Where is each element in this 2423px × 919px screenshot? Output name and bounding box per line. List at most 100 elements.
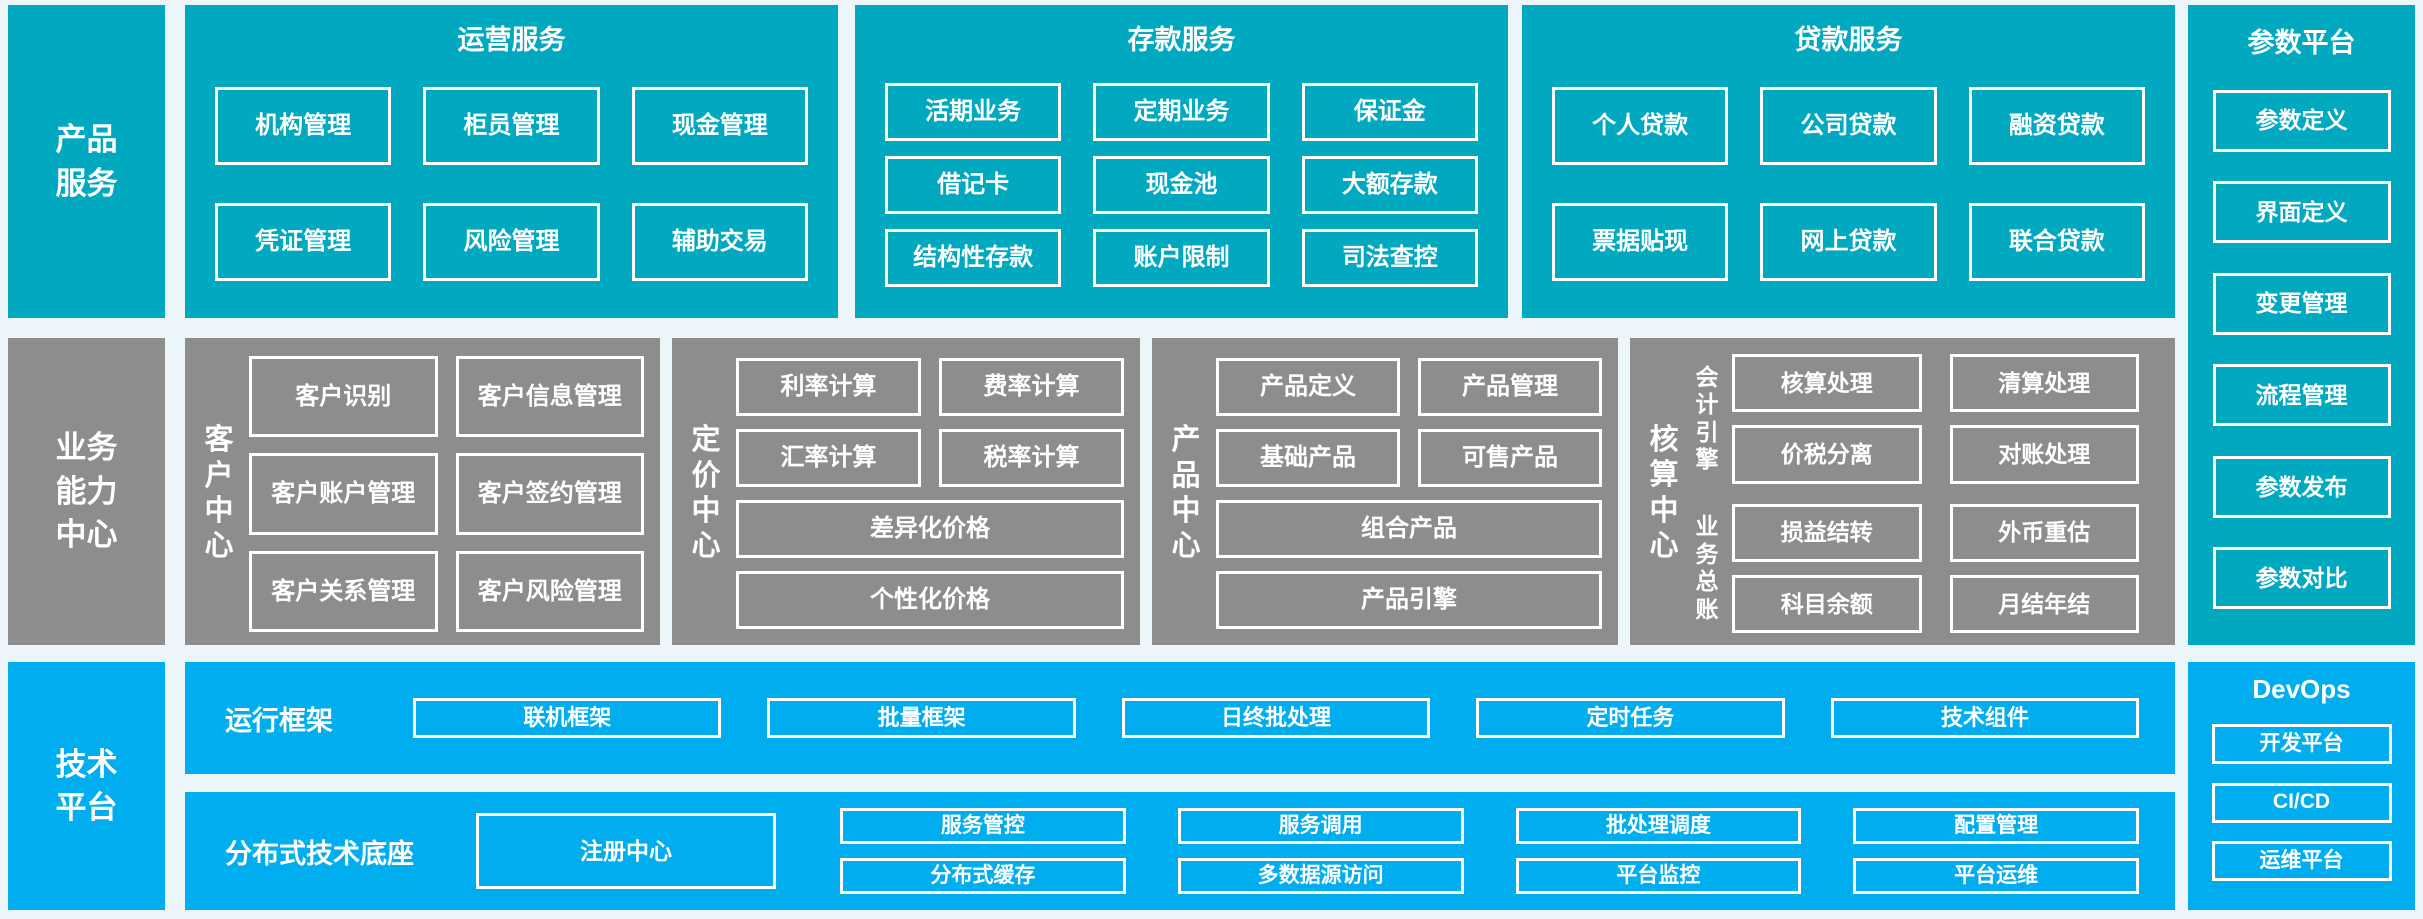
rail-business-capability-label: 业务 能力 中心 xyxy=(55,430,118,553)
devops-title: DevOps xyxy=(2252,674,2351,704)
diagram-node: 外币重估 xyxy=(1949,503,2139,562)
diagram-node: 联合贷款 xyxy=(1968,202,2145,281)
diagram-node: 票据贴现 xyxy=(1552,202,1729,281)
group-loan-grid: 个人贷款公司贷款融资贷款票据贴现网上贷款联合贷款 xyxy=(1522,57,2175,318)
diagram-node: 汇率计算 xyxy=(736,429,921,487)
product-center-label: 产品中心 xyxy=(1164,356,1208,632)
business-ledger-section: 业务总账 损益结转外币重估科目余额月结年结 xyxy=(1690,503,2139,634)
diagram-node: 结构性存款 xyxy=(885,228,1062,287)
business-ledger-label: 业务总账 xyxy=(1690,504,1724,634)
diagram-node: CI/CD xyxy=(2211,782,2392,823)
diagram-node: 产品引擎 xyxy=(1216,571,1602,629)
diagram-node: 基础产品 xyxy=(1216,429,1400,487)
group-deposit-grid: 活期业务定期业务保证金借记卡现金池大额存款结构性存款账户限制司法查控 xyxy=(855,57,1508,318)
distributed-base-label: 分布式技术底座 xyxy=(225,838,414,869)
column-parameter-platform: 参数平台 参数定义界面定义变更管理流程管理参数发布参数对比 xyxy=(2188,5,2415,645)
diagram-node: 个性化价格 xyxy=(736,571,1124,629)
pricing-center-stack: 利率计算费率计算汇率计算税率计算 差异化价格 个性化价格 xyxy=(736,356,1124,632)
center-accounting: 核算中心 会计引擎 核算处理清算处理价税分离对账处理 业务总账 损益结转外币重估… xyxy=(1630,338,2175,645)
diagram-node: 对账处理 xyxy=(1949,425,2139,484)
diagram-node: 开发平台 xyxy=(2211,723,2392,764)
diagram-node: 客户账户管理 xyxy=(249,453,438,535)
parameter-platform-list: 参数定义界面定义变更管理流程管理参数发布参数对比 xyxy=(2188,60,2415,645)
rail-product-services-label: 产品 服务 xyxy=(55,122,118,201)
diagram-node: 注册中心 xyxy=(476,813,776,889)
diagram-node: 客户签约管理 xyxy=(455,453,644,535)
customer-center-label: 客户中心 xyxy=(197,356,241,632)
diagram-node: 服务调用 xyxy=(1177,808,1464,844)
diagram-node: 产品管理 xyxy=(1418,358,1602,416)
diagram-node: 保证金 xyxy=(1301,82,1478,141)
diagram-node: 运维平台 xyxy=(2211,841,2392,882)
group-deposit-services: 存款服务 活期业务定期业务保证金借记卡现金池大额存款结构性存款账户限制司法查控 xyxy=(855,5,1508,318)
diagram-node: 服务管控 xyxy=(840,808,1126,844)
center-customer: 客户中心 客户识别客户信息管理客户账户管理客户签约管理客户关系管理客户风险管理 xyxy=(185,338,660,645)
diagram-node: 差异化价格 xyxy=(736,500,1124,558)
diagram-node: 产品定义 xyxy=(1216,358,1400,416)
diagram-node: 流程管理 xyxy=(2212,364,2391,427)
rail-tech-platform: 技术 平台 xyxy=(8,662,165,910)
runtime-framework-items: 联机框架批量框架日终批处理定时任务技术组件 xyxy=(413,698,2140,738)
rail-business-capability: 业务 能力 中心 xyxy=(8,338,165,645)
diagram-node: 风险管理 xyxy=(423,202,600,281)
diagram-node: 组合产品 xyxy=(1216,500,1602,558)
bar-distributed-base: 分布式技术底座 注册中心 服务管控服务调用批处理调度配置管理分布式缓存多数据源访… xyxy=(185,792,2175,910)
diagram-node: 定期业务 xyxy=(1093,82,1270,141)
pricing-center-label: 定价中心 xyxy=(684,356,728,632)
diagram-node: 借记卡 xyxy=(885,155,1062,214)
rail-tech-platform-label: 技术 平台 xyxy=(55,746,118,825)
diagram-node: 账户限制 xyxy=(1093,228,1270,287)
diagram-node: 客户风险管理 xyxy=(455,550,644,632)
diagram-node: 司法查控 xyxy=(1301,228,1478,287)
customer-center-label-text: 客户中心 xyxy=(204,424,234,563)
diagram-node: 凭证管理 xyxy=(215,202,392,281)
pricing-center-grid: 利率计算费率计算汇率计算税率计算 xyxy=(736,358,1124,487)
accounting-engine-section: 会计引擎 核算处理清算处理价税分离对账处理 xyxy=(1690,354,2139,484)
bar-runtime-framework: 运行框架 联机框架批量框架日终批处理定时任务技术组件 xyxy=(185,662,2175,774)
diagram-node: 费率计算 xyxy=(939,358,1124,416)
diagram-node: 税率计算 xyxy=(939,429,1124,487)
diagram-node: 现金管理 xyxy=(631,86,808,165)
parameter-platform-title: 参数平台 xyxy=(2247,28,2356,58)
diagram-node: 现金池 xyxy=(1093,155,1270,214)
diagram-node: 公司贷款 xyxy=(1760,86,1937,165)
diagram-node: 参数对比 xyxy=(2212,547,2391,610)
diagram-node: 变更管理 xyxy=(2212,272,2391,335)
column-devops: DevOps 开发平台 CI/CD 运维平台 xyxy=(2188,662,2415,910)
diagram-node: 批量框架 xyxy=(767,698,1076,738)
product-center-stack: 产品定义产品管理基础产品可售产品 组合产品 产品引擎 xyxy=(1216,356,1602,632)
diagram-node: 多数据源访问 xyxy=(1177,858,1464,894)
diagram-node: 配置管理 xyxy=(1853,808,2139,844)
group-operations-title: 运营服务 xyxy=(457,25,566,55)
diagram-node: 机构管理 xyxy=(215,86,392,165)
diagram-node: 客户关系管理 xyxy=(249,550,438,632)
product-center-grid: 产品定义产品管理基础产品可售产品 xyxy=(1216,358,1602,487)
group-loan-services: 贷款服务 个人贷款公司贷款融资贷款票据贴现网上贷款联合贷款 xyxy=(1522,5,2175,318)
diagram-node: 客户识别 xyxy=(249,356,438,438)
diagram-node: 月结年结 xyxy=(1949,574,2139,633)
accounting-center-label: 核算中心 xyxy=(1642,354,1686,633)
diagram-node: 日终批处理 xyxy=(1121,698,1431,738)
diagram-node: 个人贷款 xyxy=(1552,86,1729,165)
diagram-node: 大额存款 xyxy=(1301,155,1478,214)
diagram-node: 可售产品 xyxy=(1418,429,1602,487)
diagram-node: 利率计算 xyxy=(736,358,921,416)
group-loan-title: 贷款服务 xyxy=(1794,25,1903,55)
diagram-node: 融资贷款 xyxy=(1968,86,2145,165)
diagram-node: 技术组件 xyxy=(1830,698,2140,738)
diagram-node: 损益结转 xyxy=(1732,503,1922,562)
diagram-node: 批处理调度 xyxy=(1515,808,1802,844)
product-center-label-text: 产品中心 xyxy=(1171,424,1201,563)
diagram-node: 柜员管理 xyxy=(423,86,600,165)
diagram-node: 联机框架 xyxy=(413,698,722,738)
diagram-node: 核算处理 xyxy=(1732,354,1922,413)
group-deposit-title: 存款服务 xyxy=(1127,25,1236,55)
center-pricing: 定价中心 利率计算费率计算汇率计算税率计算 差异化价格 个性化价格 xyxy=(672,338,1140,645)
diagram-node: 参数发布 xyxy=(2212,455,2391,518)
customer-center-grid: 客户识别客户信息管理客户账户管理客户签约管理客户关系管理客户风险管理 xyxy=(249,356,644,632)
diagram-node: 参数定义 xyxy=(2212,89,2391,152)
pricing-center-label-text: 定价中心 xyxy=(691,424,721,563)
diagram-node: 平台监控 xyxy=(1515,858,1802,894)
diagram-node: 辅助交易 xyxy=(631,202,808,281)
distributed-base-grid: 服务管控服务调用批处理调度配置管理分布式缓存多数据源访问平台监控平台运维 xyxy=(840,808,2139,894)
